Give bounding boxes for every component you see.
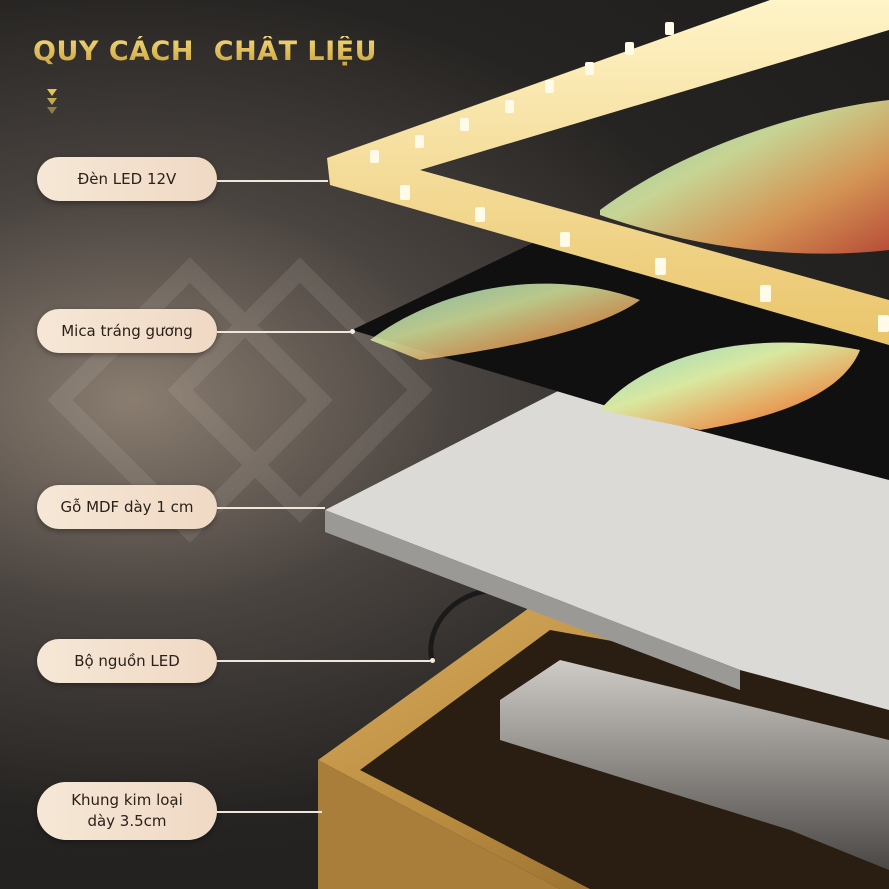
connector-dot (430, 658, 435, 663)
connector-line (217, 660, 430, 662)
label-text: Mica tráng gương (61, 321, 193, 340)
connector-line (217, 507, 325, 509)
led-frame (327, 0, 889, 345)
decorative-diamond-pattern (47, 257, 433, 543)
label-metal-frame: Khung kim loại dày 3.5cm (37, 782, 217, 840)
led-power-supply (500, 660, 889, 870)
connector-dot (350, 329, 355, 334)
label-text-line-1: Khung kim loại (71, 791, 183, 809)
connector-line (217, 180, 328, 182)
label-text: Bộ nguồn LED (74, 651, 180, 670)
label-text: Đèn LED 12V (77, 169, 177, 188)
title-part-1: QUY CÁCH (33, 36, 194, 67)
page-title: QUY CÁCH CHẤT LIỆU (33, 36, 377, 67)
mdf-board (325, 390, 889, 710)
label-text: Gỗ MDF dày 1 cm (60, 497, 194, 516)
label-mica: Mica tráng gương (37, 309, 217, 353)
label-text-line-2: dày 3.5cm (87, 812, 167, 830)
label-led: Đèn LED 12V (37, 157, 217, 201)
title-part-2: CHẤT LIỆU (213, 36, 378, 67)
connector-line (217, 331, 350, 333)
connector-line (217, 811, 322, 813)
label-mdf: Gỗ MDF dày 1 cm (37, 485, 217, 529)
label-power-supply: Bộ nguồn LED (37, 639, 217, 683)
down-arrows-icon (47, 89, 59, 116)
